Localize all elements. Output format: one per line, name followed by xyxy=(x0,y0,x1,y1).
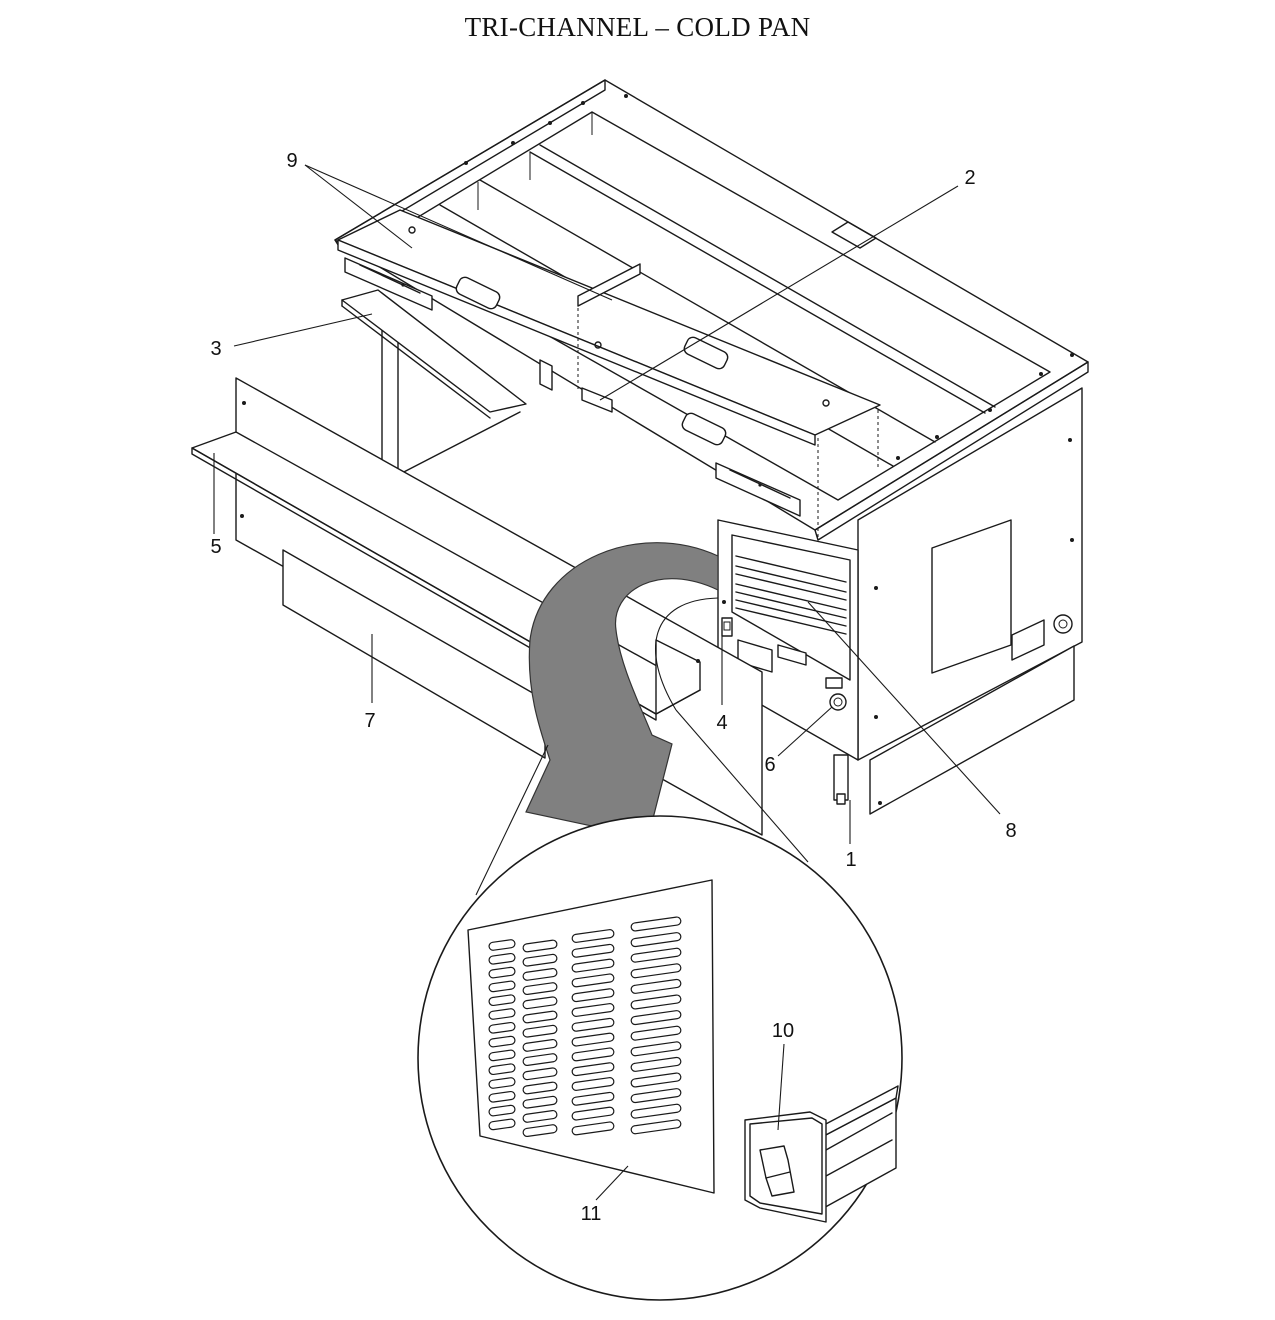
grille-slot xyxy=(571,1106,615,1121)
grille-slot xyxy=(571,1121,615,1136)
grille-slot xyxy=(522,1010,558,1024)
grille-slot xyxy=(522,953,558,967)
callout-6: 6 xyxy=(764,754,775,776)
grille-slot xyxy=(488,994,516,1007)
callout-8: 8 xyxy=(1005,820,1016,842)
grille-slot xyxy=(522,1081,558,1095)
front-kick-panel xyxy=(282,549,546,759)
callout-4: 4 xyxy=(716,712,727,734)
grille-slot xyxy=(571,1032,615,1047)
grille-slot xyxy=(488,966,516,979)
callout-11: 11 xyxy=(581,1203,602,1225)
grille-slot xyxy=(630,916,682,932)
grille-slot xyxy=(522,996,558,1010)
callout-10: 10 xyxy=(772,1020,794,1042)
grille-slot xyxy=(571,973,615,988)
grille-slot xyxy=(571,1017,615,1032)
rocker-switch-detail xyxy=(744,1085,899,1223)
grille-slot xyxy=(488,1118,516,1131)
grille-slot xyxy=(522,1053,558,1067)
grille-slot xyxy=(571,1077,615,1091)
leader-lines xyxy=(213,164,1001,1201)
grille-slot xyxy=(630,932,682,948)
grille-slot xyxy=(630,994,682,1010)
grille-slot xyxy=(571,1091,615,1106)
grille-slot xyxy=(630,947,682,963)
grille-slot xyxy=(630,1056,682,1072)
grille-slot xyxy=(522,1095,558,1109)
grille-slot xyxy=(630,963,682,979)
grille-slot xyxy=(630,1041,682,1057)
grille-slot xyxy=(488,1035,516,1048)
grille-slot xyxy=(630,1025,682,1041)
grille-slot xyxy=(630,978,682,994)
grille-slot xyxy=(571,988,615,1003)
grille-slot xyxy=(488,939,516,951)
grille-slot xyxy=(522,967,558,981)
callout-1: 1 xyxy=(845,849,856,871)
grille-slot xyxy=(488,952,516,965)
callout-5: 5 xyxy=(210,536,221,558)
grille-slot xyxy=(522,939,558,953)
grille-slot xyxy=(571,929,615,943)
cover-lids xyxy=(337,209,881,540)
callout-labels: 9 2 3 5 7 4 6 8 1 10 11 xyxy=(210,150,1016,1225)
grille-slot xyxy=(488,1090,516,1103)
cabinet-top-frame xyxy=(334,79,1089,541)
grille-slot xyxy=(488,1063,516,1076)
grille-slot xyxy=(522,982,558,996)
grille-slot xyxy=(488,1077,516,1089)
bracket-rail xyxy=(341,289,527,419)
grille-slot xyxy=(630,1088,682,1104)
grille-slot xyxy=(488,1021,516,1034)
grille-slot xyxy=(630,1119,682,1135)
callout-2: 2 xyxy=(964,167,975,189)
grille-slot xyxy=(522,1067,558,1081)
grille-slot xyxy=(522,1038,558,1052)
grille-slot xyxy=(630,1072,682,1088)
grille-slot xyxy=(571,943,615,958)
grille-slot xyxy=(571,958,615,973)
callout-9: 9 xyxy=(286,150,297,172)
grille-slot xyxy=(488,980,516,993)
grille-slot xyxy=(522,1124,558,1138)
detail-arrow xyxy=(525,542,719,839)
right-side-panel xyxy=(857,387,1083,815)
grille-slot xyxy=(522,1024,558,1038)
grille-slot xyxy=(630,1103,682,1119)
grille-slot xyxy=(571,1003,615,1017)
grille-slot xyxy=(488,1008,516,1020)
grille-slot xyxy=(522,1109,558,1123)
grille-slots xyxy=(488,916,682,1138)
grille-slot xyxy=(571,1062,615,1077)
grille-slot xyxy=(488,1049,516,1062)
grille-slot xyxy=(488,1104,516,1117)
diagram-title: TRI-CHANNEL – COLD PAN xyxy=(464,12,811,42)
grille-slot xyxy=(630,1010,682,1026)
callout-3: 3 xyxy=(210,338,221,360)
callout-7: 7 xyxy=(364,710,375,732)
grille-slot xyxy=(571,1047,615,1062)
louver-grille-detail xyxy=(467,879,715,1194)
